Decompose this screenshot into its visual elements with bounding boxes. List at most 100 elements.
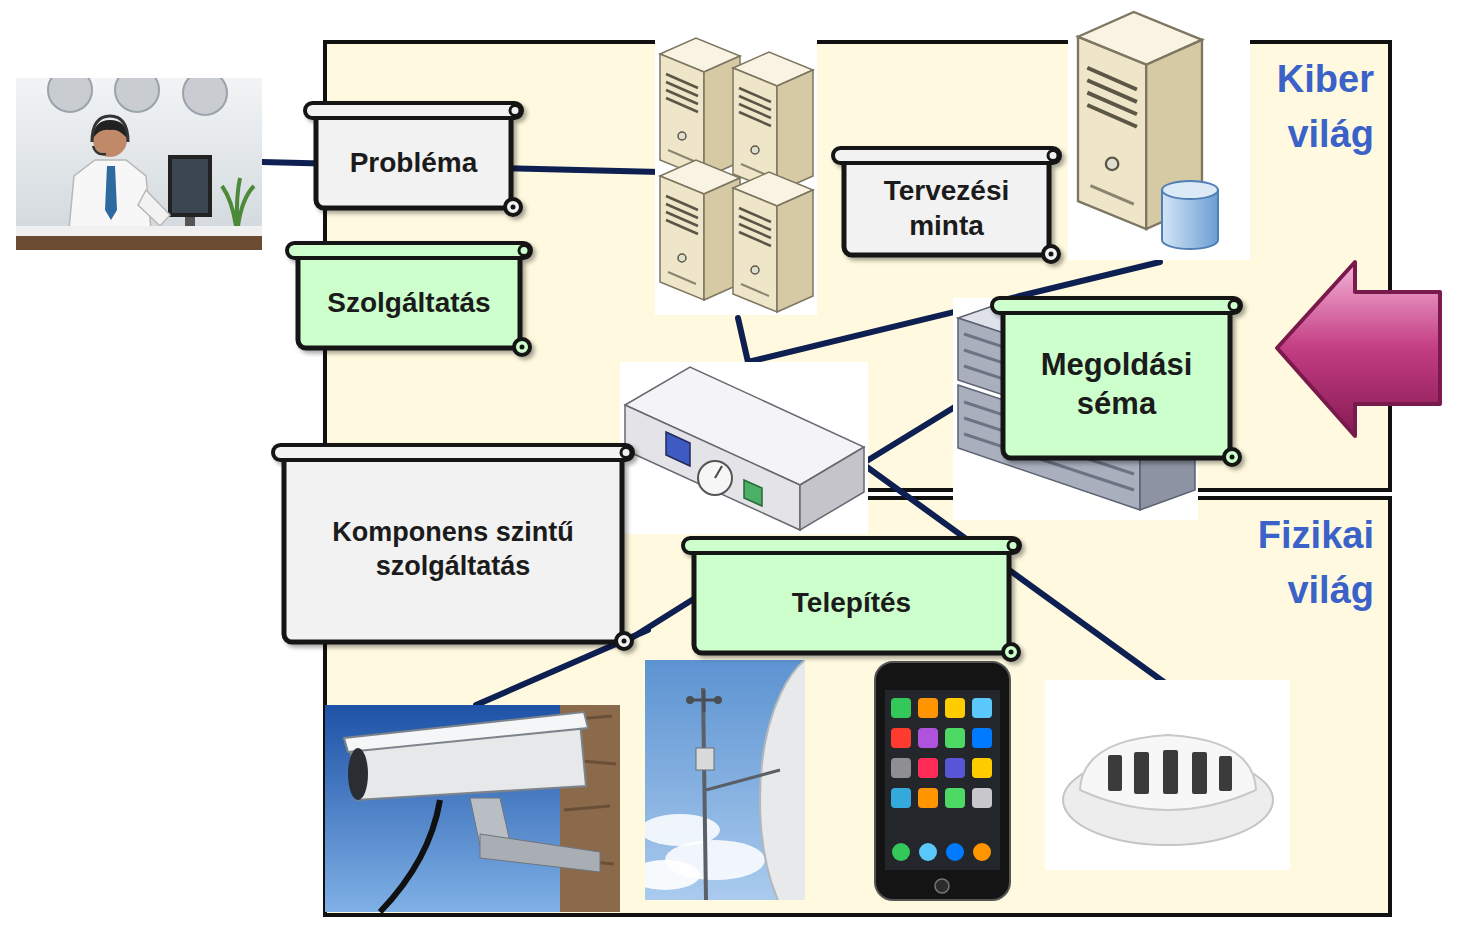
app-icons bbox=[891, 758, 911, 778]
scroll-box: Megoldási séma bbox=[987, 293, 1254, 468]
scroll-outline bbox=[1049, 252, 1054, 257]
smoke-detector bbox=[1163, 750, 1178, 794]
scroll-label: Tervezési minta bbox=[859, 173, 1034, 243]
app-icons bbox=[972, 728, 992, 748]
surveillance-camera bbox=[348, 748, 368, 800]
surveillance-camera bbox=[480, 834, 600, 872]
operator-photo bbox=[92, 116, 128, 142]
operator-photo bbox=[93, 146, 106, 154]
weather-station bbox=[714, 696, 722, 704]
operator-photo bbox=[183, 78, 227, 115]
network-wire bbox=[625, 595, 700, 642]
smoke-detector bbox=[1192, 752, 1207, 794]
scroll-outline bbox=[1224, 449, 1240, 465]
scroll-outline bbox=[1008, 541, 1018, 551]
gateway-device bbox=[620, 362, 868, 534]
app-icons bbox=[945, 728, 965, 748]
scroll-outline bbox=[520, 345, 525, 350]
scroll-outline bbox=[284, 452, 622, 642]
scroll-label: Megoldási séma bbox=[1014, 346, 1219, 424]
weather-station bbox=[696, 748, 714, 770]
gateway-device bbox=[715, 466, 722, 478]
scroll-outline bbox=[510, 106, 520, 116]
smartphone bbox=[885, 690, 1000, 870]
app-icons bbox=[972, 788, 992, 808]
input-arrow bbox=[1277, 262, 1440, 436]
scroll-outline bbox=[622, 639, 627, 644]
server-cluster bbox=[733, 52, 813, 192]
region-heading: Fizikai világ bbox=[1258, 508, 1374, 618]
app-icons bbox=[918, 758, 938, 778]
app-icons bbox=[918, 698, 938, 718]
scroll-outline bbox=[683, 538, 1020, 553]
scroll-outline bbox=[305, 103, 522, 118]
scroll-outline bbox=[1009, 650, 1014, 655]
app-icons bbox=[891, 788, 911, 808]
scroll-outline bbox=[514, 339, 530, 355]
scroll-outline bbox=[694, 545, 1009, 653]
operator-photo bbox=[16, 236, 262, 250]
gateway-device bbox=[625, 405, 800, 530]
scroll-outline bbox=[1229, 301, 1239, 311]
database-server bbox=[1162, 181, 1218, 199]
operator-photo bbox=[16, 226, 262, 236]
scroll-outline bbox=[287, 243, 531, 258]
scroll-outline bbox=[273, 445, 633, 460]
surveillance-camera bbox=[344, 712, 588, 752]
operator-photo bbox=[172, 159, 208, 213]
database-server bbox=[1068, 5, 1250, 260]
scroll-label: Telepítés bbox=[792, 585, 911, 620]
scroll-box: Telepítés bbox=[678, 533, 1033, 663]
app-icons bbox=[946, 843, 964, 861]
world-region: Kiber világProblémaSzolgáltatásTervezési… bbox=[325, 42, 1390, 490]
operator-photo bbox=[168, 155, 212, 217]
input-arrow bbox=[1277, 262, 1440, 436]
operator-photo bbox=[222, 178, 254, 226]
scroll-outline bbox=[992, 298, 1241, 313]
smartphone bbox=[935, 879, 949, 893]
smartphone bbox=[875, 662, 1010, 900]
gateway-device bbox=[666, 432, 690, 466]
scroll-outline bbox=[298, 250, 520, 348]
server-cluster bbox=[655, 35, 817, 315]
scroll-label: Komponens szintű szolgáltatás bbox=[298, 516, 608, 584]
app-icons bbox=[945, 698, 965, 718]
scroll-outline bbox=[1048, 151, 1058, 161]
scroll-outline bbox=[1003, 305, 1230, 458]
app-icons bbox=[973, 843, 991, 861]
app-icons bbox=[945, 758, 965, 778]
server-cluster bbox=[733, 172, 813, 312]
region-heading: Kiber világ bbox=[1277, 52, 1374, 162]
scroll-outline bbox=[621, 448, 631, 458]
smoke-detector bbox=[1219, 756, 1232, 791]
weather-station bbox=[760, 660, 805, 900]
scroll-label: Probléma bbox=[350, 145, 478, 180]
app-icons bbox=[945, 788, 965, 808]
gateway-device bbox=[620, 362, 868, 534]
scroll-box: Szolgáltatás bbox=[282, 238, 544, 358]
server-cluster bbox=[660, 38, 740, 178]
scroll-outline bbox=[511, 205, 516, 210]
scroll-box: Komponens szintű szolgáltatás bbox=[268, 440, 646, 652]
app-icons bbox=[891, 698, 992, 861]
app-icons bbox=[891, 728, 911, 748]
operator-photo bbox=[105, 166, 117, 220]
app-icons bbox=[919, 843, 937, 861]
weather-station bbox=[706, 770, 780, 790]
app-icons bbox=[972, 698, 992, 718]
weather-station bbox=[645, 660, 805, 900]
smoke-detector bbox=[1108, 755, 1122, 791]
database-server bbox=[1068, 5, 1250, 260]
weather-station bbox=[703, 688, 706, 900]
smartphone bbox=[875, 662, 1010, 900]
app-icons bbox=[891, 698, 911, 718]
operator-photo bbox=[48, 78, 92, 112]
operator-photo bbox=[16, 78, 262, 250]
surveillance-camera bbox=[325, 705, 620, 912]
weather-station bbox=[690, 690, 718, 712]
scroll-outline bbox=[616, 633, 632, 649]
app-icons bbox=[918, 728, 938, 748]
scroll-outline bbox=[833, 148, 1060, 163]
